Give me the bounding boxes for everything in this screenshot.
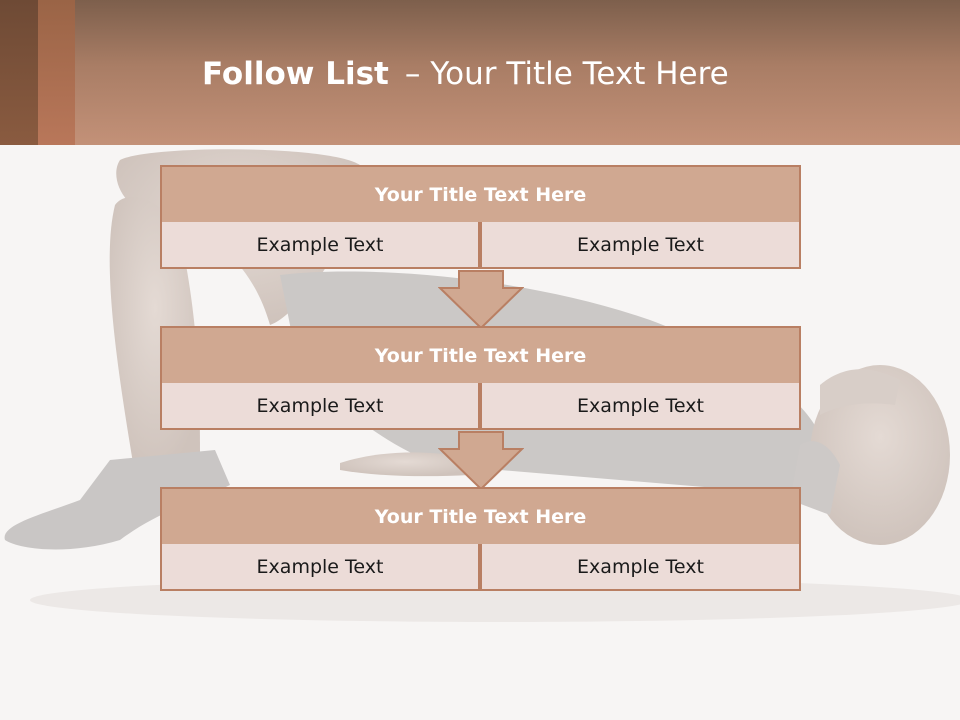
step-3-left-text[interactable]: Example Text — [160, 544, 480, 591]
down-arrow-icon — [438, 270, 524, 330]
header-accent-stripe — [0, 0, 38, 145]
down-arrow-icon — [438, 431, 524, 491]
step-block-1: Your Title Text Here Example Text Exampl… — [160, 165, 801, 271]
slide-header: Follow List–Your Title Text Here — [0, 0, 960, 145]
step-title-3[interactable]: Your Title Text Here — [160, 487, 801, 546]
step-title-1[interactable]: Your Title Text Here — [160, 165, 801, 224]
step-2-right-text[interactable]: Example Text — [480, 383, 801, 430]
header-accent-stripe-light — [38, 0, 75, 145]
step-title-2[interactable]: Your Title Text Here — [160, 326, 801, 385]
step-block-3: Your Title Text Here Example Text Exampl… — [160, 487, 801, 593]
step-2-left-text[interactable]: Example Text — [160, 383, 480, 430]
title-bold: Follow List — [202, 56, 389, 92]
step-block-2: Your Title Text Here Example Text Exampl… — [160, 326, 801, 432]
step-1-left-text[interactable]: Example Text — [160, 222, 480, 269]
slide-title: Follow List–Your Title Text Here — [202, 56, 729, 96]
title-rest: Your Title Text Here — [430, 56, 729, 92]
title-dash: – — [404, 56, 421, 92]
step-3-right-text[interactable]: Example Text — [480, 544, 801, 591]
step-1-right-text[interactable]: Example Text — [480, 222, 801, 269]
